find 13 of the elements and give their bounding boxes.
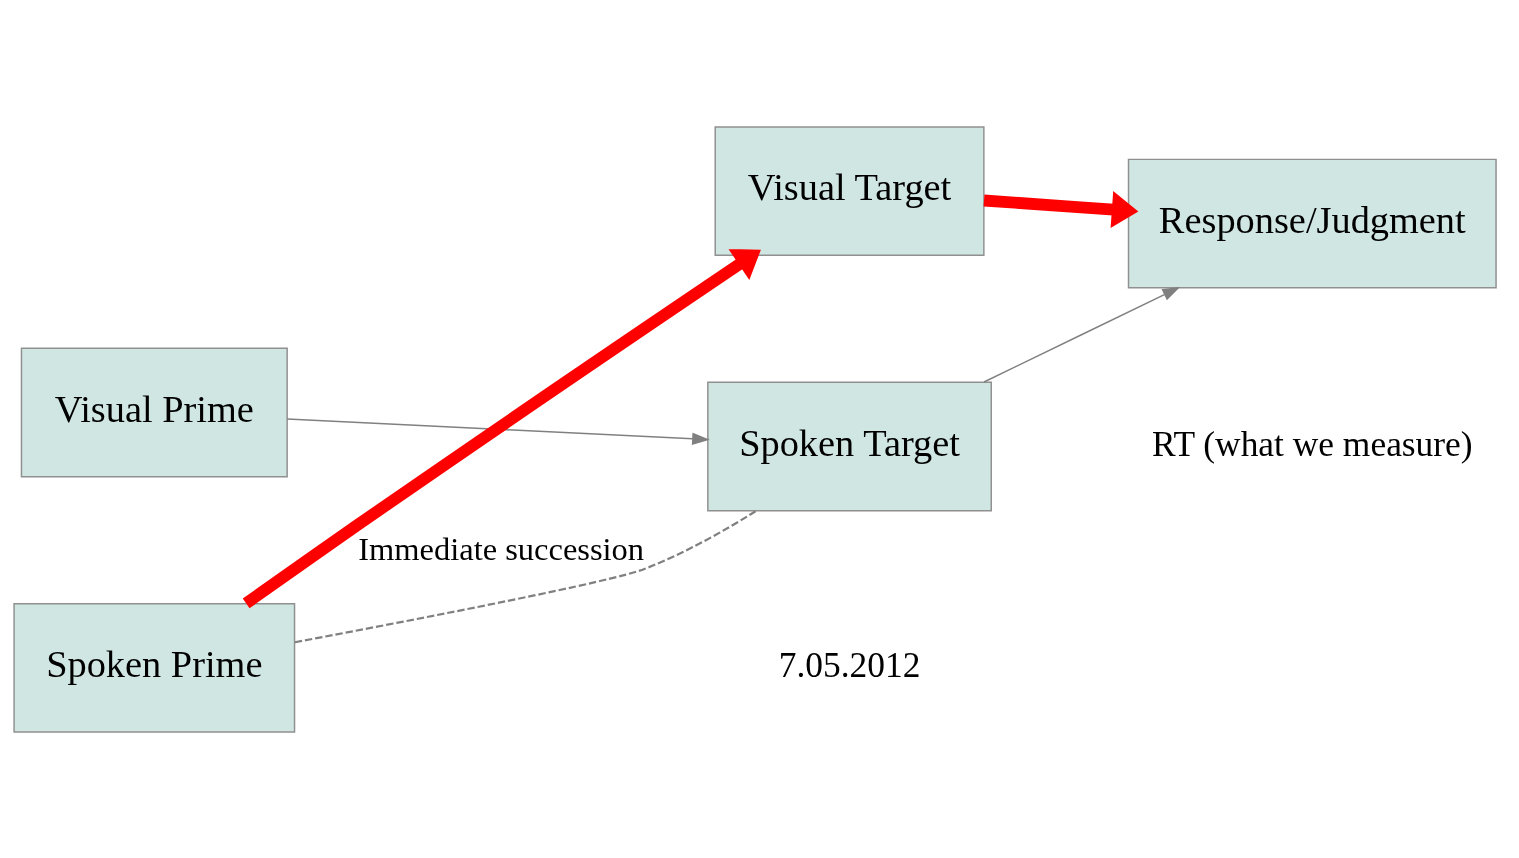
node-box: Response/Judgment [1127,158,1497,289]
arrow [983,286,1181,383]
label: 7.05.2012 [778,644,921,685]
node-box: Visual Prime [20,347,288,477]
arrow [242,248,761,608]
arrow [983,190,1139,228]
node-box: Visual Target [714,125,985,256]
node-box: Spoken Prime [13,602,296,733]
connector [294,509,757,643]
node-box: Spoken Target [707,381,992,511]
edge-label: Immediate succession [358,530,645,567]
label: RT (what we measure) [1151,423,1473,464]
arrow [286,417,710,445]
